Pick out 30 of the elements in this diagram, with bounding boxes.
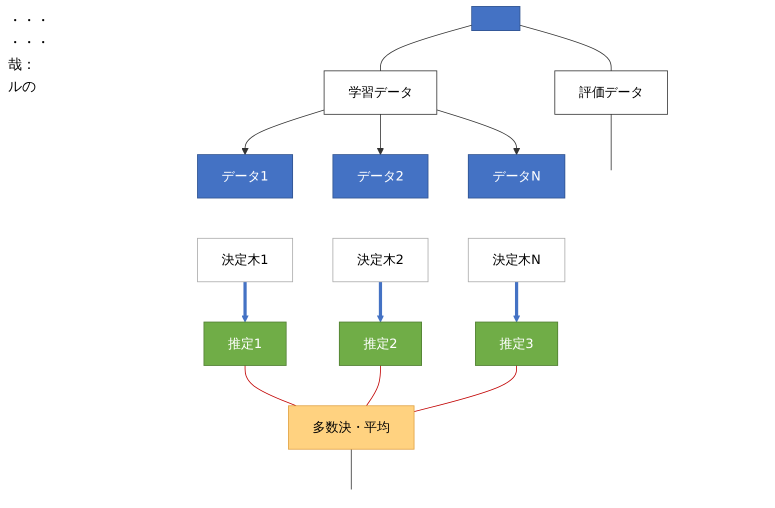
note-text: ルの bbox=[8, 78, 37, 96]
connector bbox=[520, 24, 612, 72]
note-text: 哉： bbox=[8, 56, 37, 74]
connector bbox=[414, 365, 517, 412]
node-box: 決定木1 bbox=[197, 238, 294, 282]
arrow bbox=[242, 110, 324, 155]
node-box: 評価データ bbox=[554, 70, 668, 115]
note-text: ・・・ bbox=[8, 34, 51, 52]
node-box: データ2 bbox=[332, 154, 428, 198]
arrow bbox=[376, 282, 384, 322]
connector bbox=[350, 448, 352, 490]
node-box: 推定3 bbox=[475, 322, 558, 366]
node-bar bbox=[471, 6, 520, 31]
note-text: ・・・ bbox=[8, 12, 51, 30]
connector bbox=[610, 114, 612, 171]
node-box: 決定木2 bbox=[332, 238, 428, 282]
arrow bbox=[513, 282, 520, 322]
node-box: データ1 bbox=[197, 154, 294, 198]
connector bbox=[366, 365, 381, 406]
arrow bbox=[376, 114, 384, 155]
connector bbox=[244, 365, 297, 406]
node-box: 決定木N bbox=[468, 238, 566, 282]
node-box: 学習データ bbox=[324, 70, 438, 115]
node-box: 多数決・平均 bbox=[288, 405, 414, 450]
node-box: データN bbox=[468, 154, 566, 198]
node-box: 推定1 bbox=[204, 322, 287, 366]
node-box: 推定2 bbox=[338, 322, 422, 366]
arrow bbox=[436, 110, 520, 155]
arrow bbox=[242, 282, 249, 322]
connector bbox=[380, 24, 472, 72]
